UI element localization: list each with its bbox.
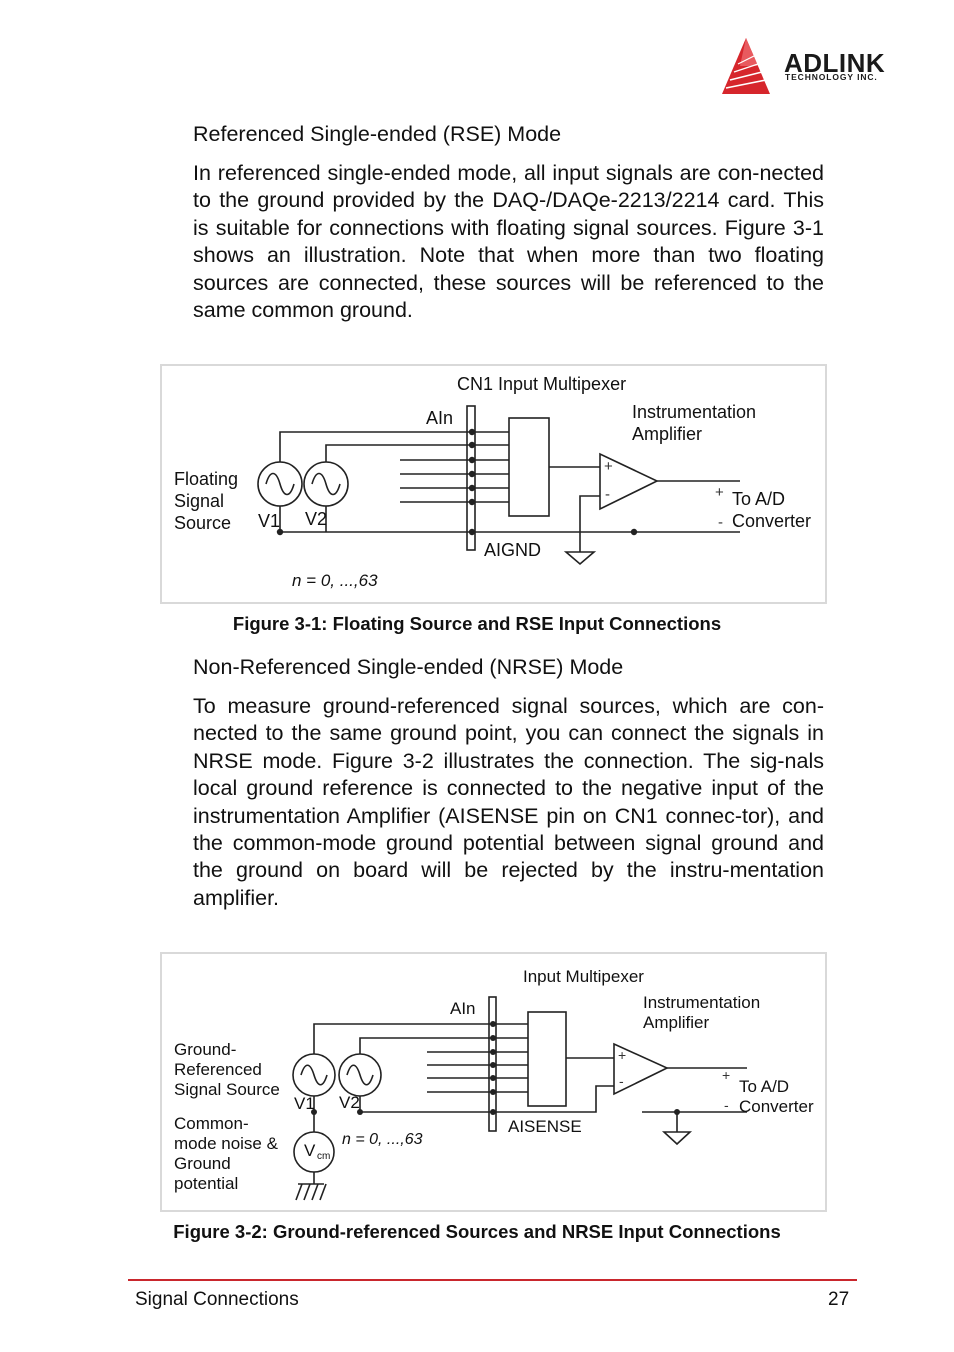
fig2-cm-label-4: potential <box>174 1174 238 1193</box>
fig2-sense-label: AISENSE <box>508 1117 582 1136</box>
fig2-source-label-3: Signal Source <box>174 1080 280 1099</box>
fig1-amp-label-1: Instrumentation <box>632 402 756 422</box>
nrse-circuit-diagram: Input Multipexer AIn Instrumentation Amp… <box>174 967 814 1201</box>
rse-paragraph: In referenced single-ended mode, all inp… <box>193 161 824 323</box>
fig2-cm-label-1: Common- <box>174 1114 249 1133</box>
fig1-ain-label: AIn <box>426 408 453 428</box>
footer-section-title: Signal Connections <box>135 1289 299 1310</box>
fig1-source-label-3: Source <box>174 513 231 533</box>
vcm-source-symbol <box>293 1131 335 1173</box>
amplifier-symbol <box>599 452 659 511</box>
fig1-source-label-2: Signal <box>174 491 224 511</box>
figure-3-1: CN1 Input Multipexer AIn Instrumentation… <box>160 364 827 604</box>
mux-box <box>508 417 550 517</box>
fig2-out-plus: + <box>722 1067 730 1083</box>
fig1-v2-label: V2 <box>305 509 327 529</box>
fig1-v1-label: V1 <box>258 511 280 531</box>
nrse-heading: Non-Referenced Single-ended (NRSE) Mode <box>193 655 624 679</box>
fig2-source-label-1: Ground- <box>174 1040 236 1059</box>
fig2-cm-label-3: Ground <box>174 1154 231 1173</box>
fig1-range-label: n = 0, ...,63 <box>292 571 378 590</box>
fig2-range-label: n = 0, ...,63 <box>342 1131 423 1148</box>
fig2-amp-label-2: Amplifier <box>643 1013 709 1032</box>
fig2-vcm-main: V <box>304 1141 316 1160</box>
fig2-amp-minus: - <box>619 1073 624 1089</box>
rse-circuit-diagram: CN1 Input Multipexer AIn Instrumentation… <box>174 374 811 590</box>
figure-3-1-caption: Figure 3-1: Floating Source and RSE Inpu… <box>232 613 722 634</box>
fig2-v1-label: V1 <box>294 1094 315 1113</box>
figure-3-2: Input Multipexer AIn Instrumentation Amp… <box>160 952 827 1212</box>
fig1-out-plus: + <box>715 484 724 501</box>
company-logo: ADLINK TECHNOLOGY INC. <box>718 36 918 100</box>
logo-name: ADLINK <box>784 48 886 78</box>
fig2-cm-label-2: mode noise & <box>174 1134 279 1153</box>
fig2-source-label-2: Referenced <box>174 1060 262 1079</box>
amplifier-symbol <box>613 1042 669 1096</box>
fig2-amp-plus: + <box>618 1047 626 1063</box>
fig1-out-label-2: Converter <box>732 511 811 531</box>
mux-box <box>527 1011 567 1107</box>
fig2-amp-label-1: Instrumentation <box>643 993 760 1012</box>
fig2-out-label-1: To A/D <box>739 1077 789 1096</box>
fig1-out-minus: - <box>718 514 723 531</box>
fig2-out-label-2: Converter <box>739 1097 814 1116</box>
fig1-ground-label: AIGND <box>484 540 541 560</box>
logo-tagline: TECHNOLOGY INC. <box>785 72 878 82</box>
connector-bar <box>466 405 476 551</box>
fig1-amp-plus: + <box>604 458 613 475</box>
fig1-amp-label-2: Amplifier <box>632 424 702 444</box>
fig2-v2-label: V2 <box>339 1093 360 1112</box>
fig2-out-minus: - <box>724 1097 729 1113</box>
fig1-source-label-1: Floating <box>174 469 238 489</box>
nrse-paragraph: To measure ground-referenced signal sour… <box>193 694 824 910</box>
logo-triangle-icon <box>722 38 770 94</box>
fig1-out-label-1: To A/D <box>732 489 785 509</box>
rse-heading: Referenced Single-ended (RSE) Mode <box>193 122 562 146</box>
fig1-title: CN1 Input Multipexer <box>457 374 626 394</box>
fig1-amp-minus: - <box>605 486 610 503</box>
figure-3-2-caption: Figure 3-2: Ground-referenced Sources an… <box>173 1221 781 1242</box>
page-number: 27 <box>828 1289 850 1310</box>
footer-divider <box>128 1279 857 1281</box>
fig2-ain-label: AIn <box>450 999 476 1018</box>
fig2-title: Input Multipexer <box>523 967 644 986</box>
fig2-vcm-sub: cm <box>317 1151 330 1162</box>
